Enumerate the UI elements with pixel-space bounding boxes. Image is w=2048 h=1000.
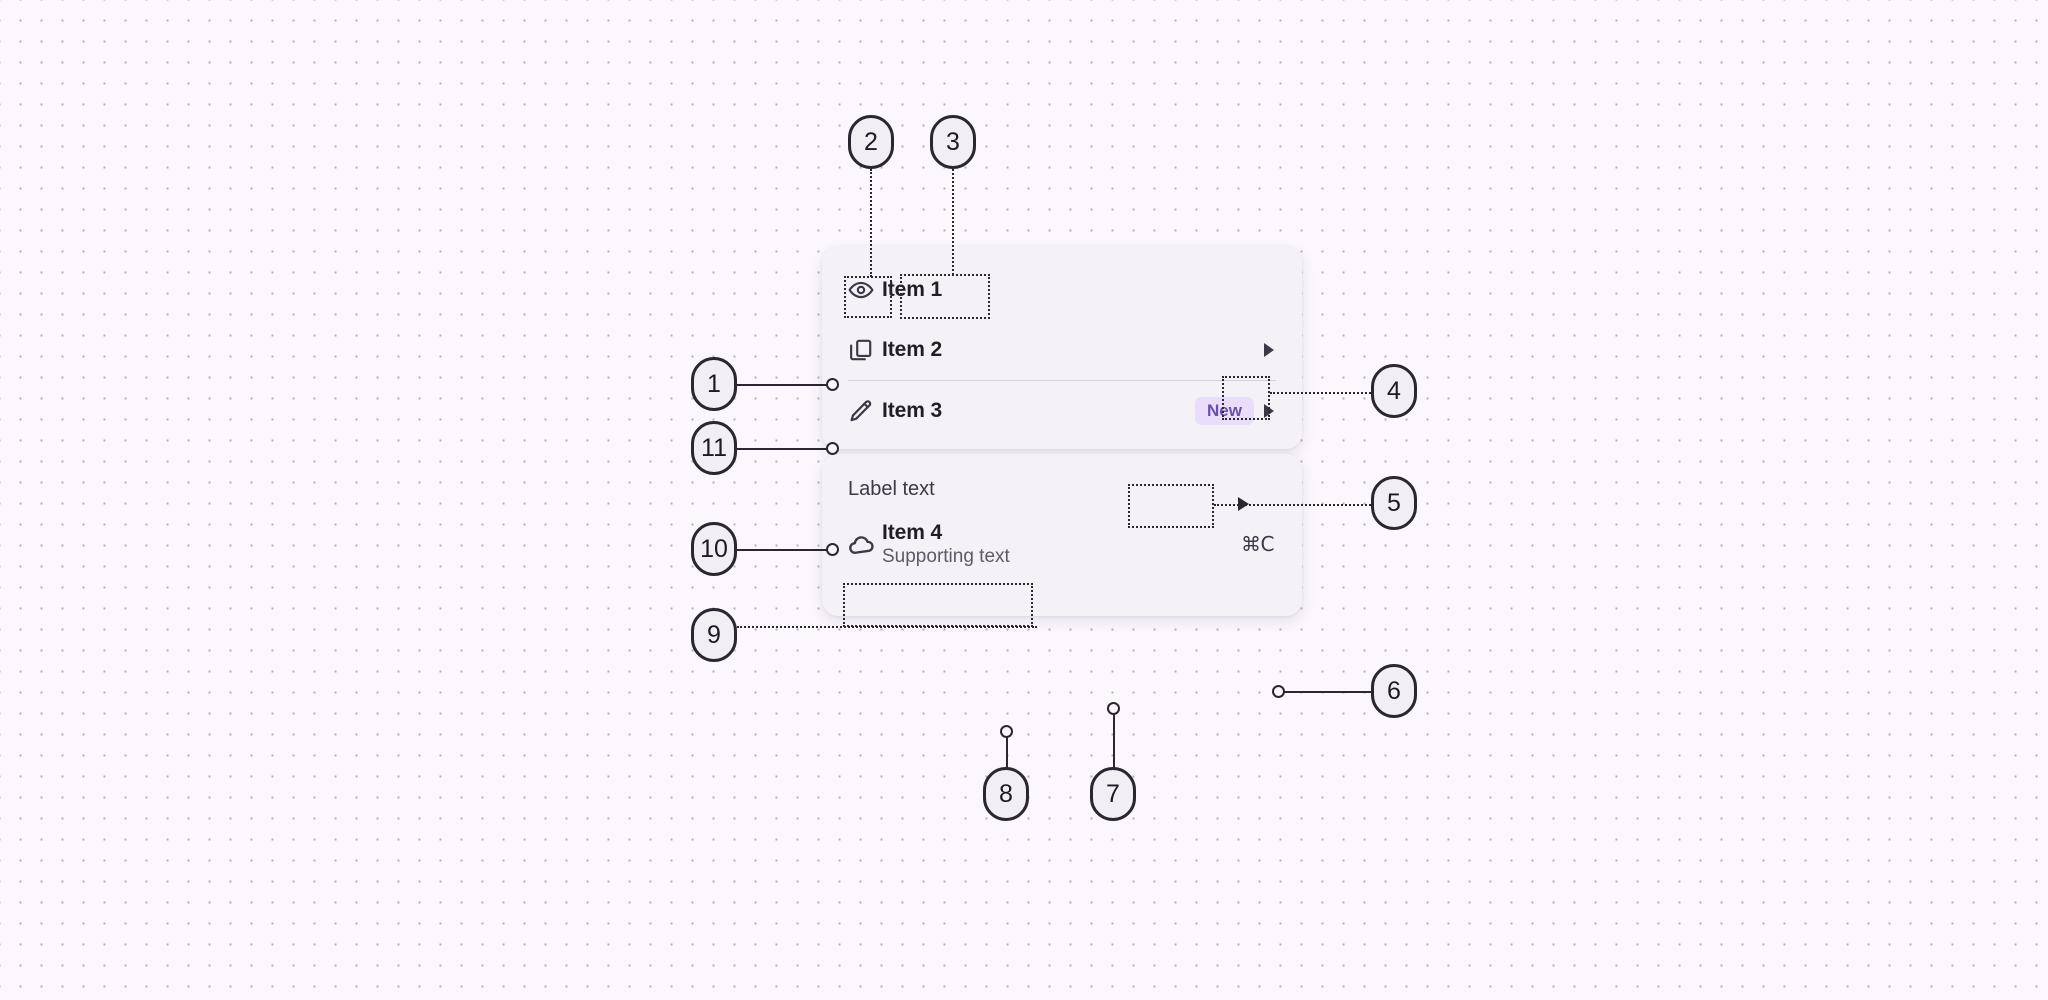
menu-item-item-4[interactable]: Item 4 Supporting text ⌘C: [822, 511, 1302, 577]
status-badge-new: New: [1195, 397, 1254, 425]
annotation-badge-3[interactable]: 3: [930, 115, 976, 169]
annotation-badge-8[interactable]: 8: [983, 767, 1029, 821]
menu-panel-primary: Item 1 Item 2: [822, 246, 1302, 449]
keyboard-shortcut-label: ⌘C: [1241, 532, 1274, 556]
annotation-badge-2[interactable]: 2: [848, 115, 894, 169]
menu-item-label: Item 2: [882, 338, 943, 361]
pencil-icon: [848, 398, 882, 424]
connector-knob-6: [1272, 685, 1285, 698]
eye-icon: [848, 277, 882, 303]
copy-icon: [848, 337, 882, 363]
connector-knob-11: [826, 442, 839, 455]
connector-6: [1282, 691, 1371, 693]
menu-item-label: Item 3: [882, 399, 943, 422]
menu-component: Item 1 Item 2: [822, 246, 1302, 616]
menu-item-item-1[interactable]: Item 1: [822, 260, 1302, 320]
connector-10: [737, 549, 832, 551]
connector-knob-8: [1000, 725, 1013, 738]
annotation-badge-7[interactable]: 7: [1090, 767, 1136, 821]
connector-4: [1270, 392, 1371, 394]
menu-item-item-2[interactable]: Item 2: [822, 320, 1302, 380]
connector-11: [737, 448, 832, 450]
annotation-badge-1[interactable]: 1: [691, 357, 737, 411]
menu-item-label: Item 4: [882, 520, 943, 544]
cloud-icon: [848, 530, 882, 558]
menu-item-trailing: [1264, 343, 1274, 357]
menu-item-supporting-text: Supporting text: [882, 545, 1010, 567]
menu-item-trailing: New: [1195, 397, 1274, 425]
connector-knob-7: [1107, 702, 1120, 715]
menu-divider: [848, 380, 1276, 381]
connector-knob-10: [826, 543, 839, 556]
connector-1: [737, 384, 832, 386]
menu-item-item-3[interactable]: Item 3 New: [822, 381, 1302, 441]
connector-7: [1113, 712, 1115, 768]
menu-item-label: Item 1: [882, 278, 943, 301]
menu-group-label: Label text: [848, 478, 935, 500]
annotation-badge-9[interactable]: 9: [691, 608, 737, 662]
connector-8: [1006, 735, 1008, 768]
menu-panel-labelled: Label text Item 4 Supporting text ⌘C: [822, 454, 1302, 616]
annotation-badge-6[interactable]: 6: [1371, 664, 1417, 718]
submenu-caret-icon[interactable]: [1264, 343, 1274, 357]
connector-knob-1: [826, 378, 839, 391]
connector-arrowhead-5: [1238, 497, 1249, 511]
connector-9: [737, 626, 1037, 628]
connector-5: [1214, 504, 1371, 506]
submenu-caret-icon[interactable]: [1264, 404, 1274, 418]
menu-item-trailing: ⌘C: [1241, 532, 1274, 556]
connector-2: [870, 169, 872, 277]
connector-3: [952, 169, 954, 275]
annotation-badge-10[interactable]: 10: [691, 522, 737, 576]
annotation-badge-5[interactable]: 5: [1371, 476, 1417, 530]
annotation-badge-4[interactable]: 4: [1371, 364, 1417, 418]
annotation-badge-11[interactable]: 11: [691, 421, 737, 475]
